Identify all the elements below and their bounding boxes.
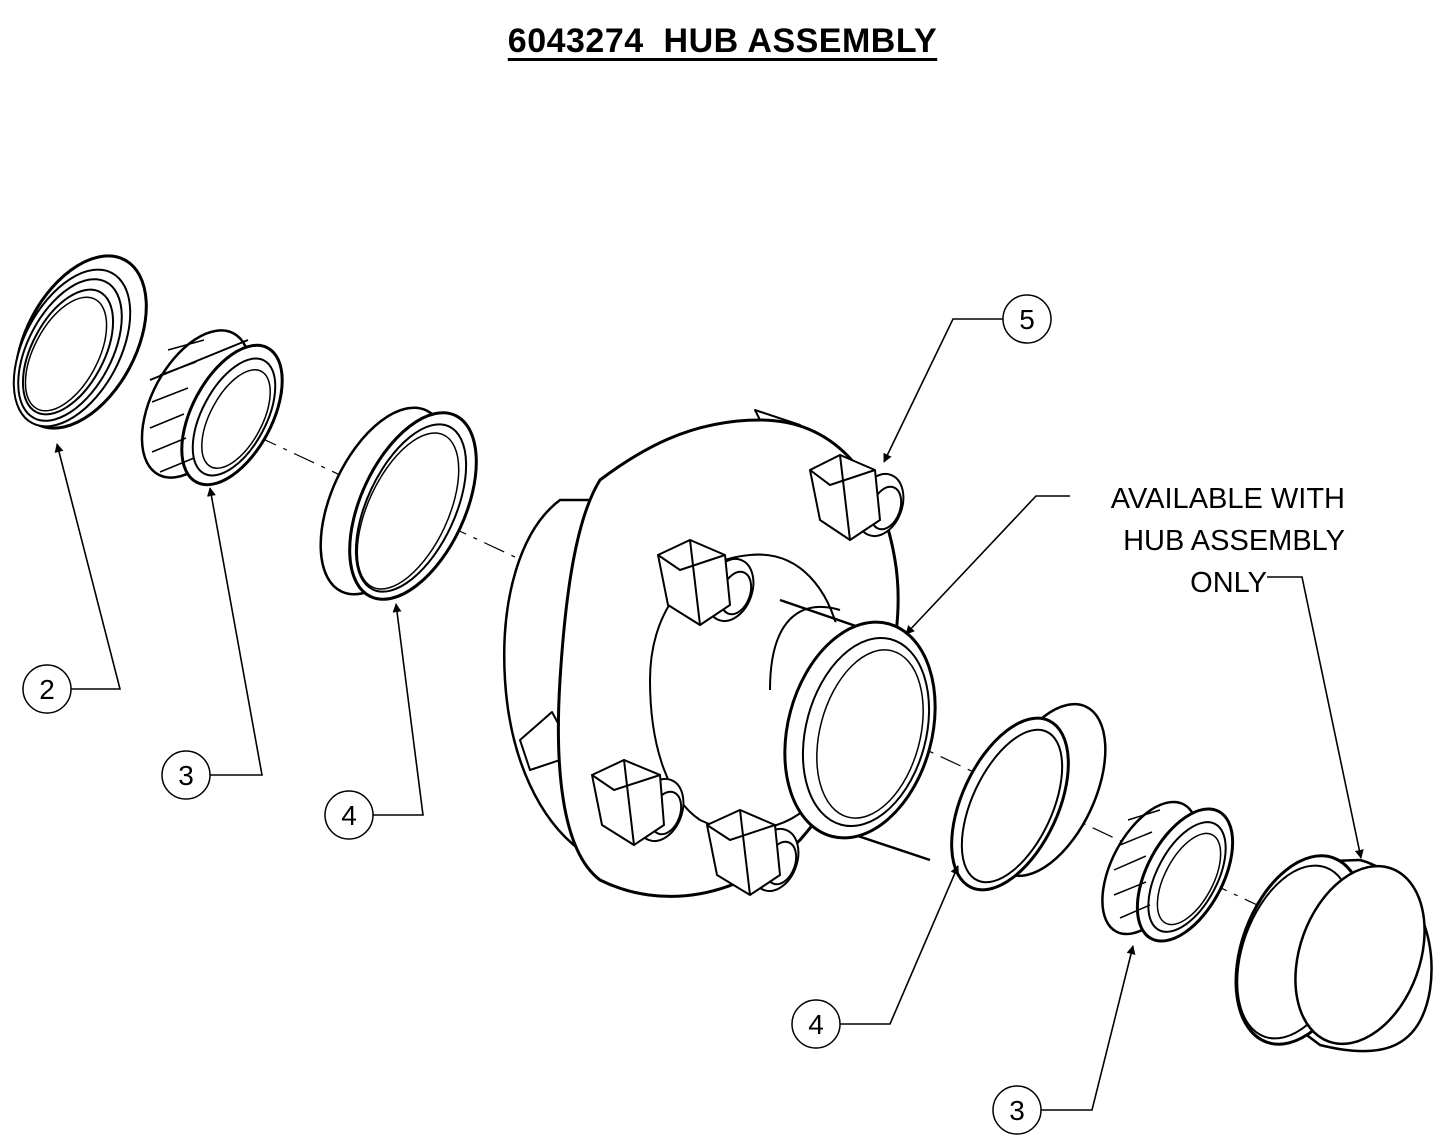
lug-nut-lower-right (705, 808, 800, 897)
callout-4-outer: 4 (791, 865, 959, 1049)
inner-bearing-cup-part (319, 406, 478, 601)
outer-bearing-cup-part (950, 702, 1107, 892)
dust-cap-part (1234, 854, 1433, 1053)
callout-3-inner: 3 (161, 487, 263, 800)
availability-note-line-1: AVAILABLE WITH (1110, 483, 1345, 515)
lug-nut-top (808, 453, 905, 542)
callout-2: 2 (22, 443, 122, 714)
outer-bearing-cone-part (1101, 800, 1235, 943)
availability-note: AVAILABLE WITH HUB ASSEMBLY ONLY (1111, 478, 1345, 604)
availability-note-line-2: HUB ASSEMBLY (1123, 525, 1345, 557)
callout-3-outer-label: 3 (1009, 1095, 1025, 1126)
note-leader-hub (905, 495, 1070, 635)
center-axis-line (179, 399, 1286, 919)
callout-3-outer: 3 (992, 945, 1136, 1135)
drawing-title-text: 6043274 HUB ASSEMBLY (507, 22, 938, 60)
availability-note-line-3: ONLY (1190, 567, 1267, 599)
inner-bearing-cone-part (140, 329, 284, 487)
callout-4-inner-label: 4 (341, 800, 357, 831)
lug-nut-middle (656, 538, 755, 627)
callout-3-inner-label: 3 (178, 760, 194, 791)
drawing-title: 6043274 HUB ASSEMBLY (0, 22, 1445, 61)
lug-nut-lower-left (590, 758, 685, 847)
grease-seal-part (12, 254, 148, 430)
callout-5: 5 (883, 294, 1052, 463)
callout-4-inner: 4 (324, 603, 424, 840)
callout-4-outer-label: 4 (808, 1009, 824, 1040)
callout-5-label: 5 (1019, 304, 1035, 335)
note-leader-cap (1267, 576, 1364, 859)
callout-2-label: 2 (39, 674, 55, 705)
